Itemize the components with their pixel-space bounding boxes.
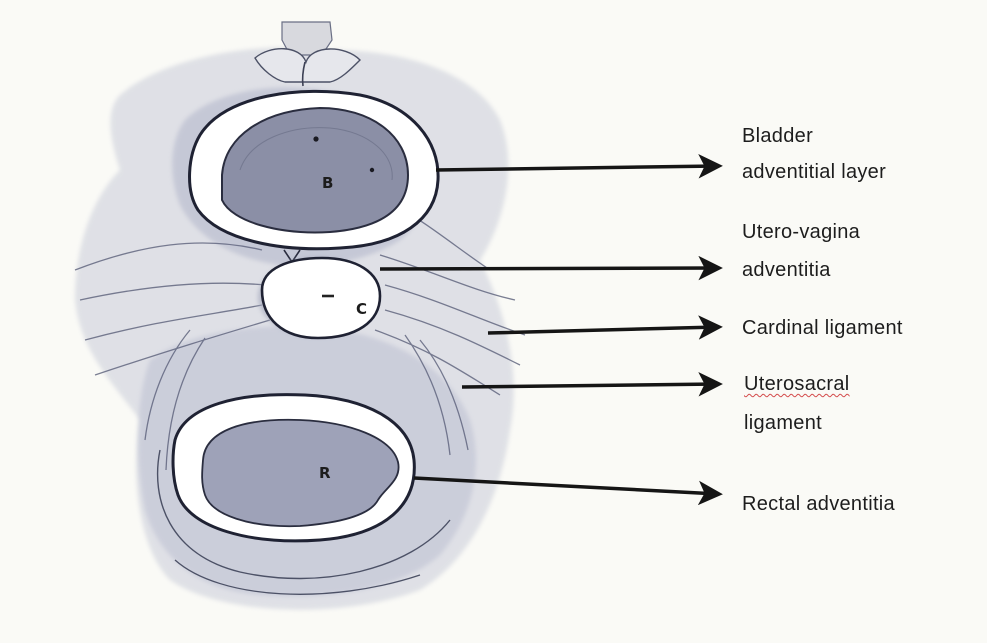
cervix bbox=[258, 257, 380, 338]
label-bladder-line2: adventitial layer bbox=[742, 158, 886, 187]
label-uterosacral-line1: Uterosacral bbox=[744, 370, 850, 399]
rectum-letter: R bbox=[319, 464, 331, 482]
bladder-letter: B bbox=[322, 174, 333, 192]
label-rectal-adventitia: Rectal adventitia bbox=[742, 490, 895, 519]
label-utero-vagina-line2: adventitia bbox=[742, 256, 831, 285]
arrow-cardinal-ligament bbox=[488, 327, 718, 333]
arrow-utero-vagina-adventitia bbox=[380, 268, 718, 269]
label-uterosacral-line2: ligament bbox=[744, 409, 822, 438]
label-utero-vagina-line1: Utero-vagina bbox=[742, 218, 860, 247]
label-bladder-line1: Bladder bbox=[742, 122, 813, 151]
cervix-letter: C bbox=[356, 300, 367, 318]
label-cardinal-ligament: Cardinal ligament bbox=[742, 314, 903, 343]
bladder bbox=[190, 91, 439, 248]
